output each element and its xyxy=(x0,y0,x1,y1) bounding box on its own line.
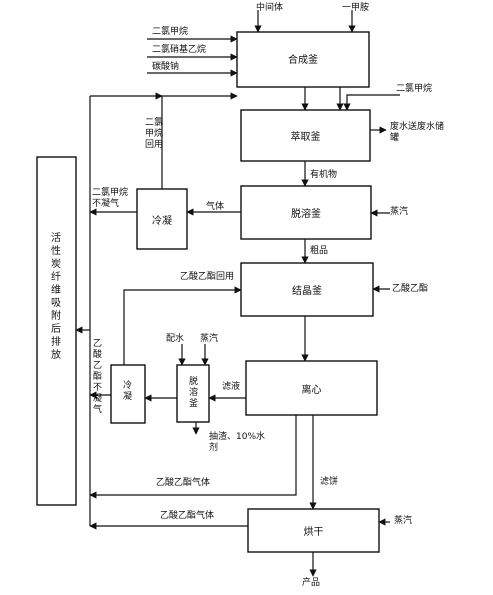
filter-cake-label: 滤饼 xyxy=(320,477,339,487)
steam-label-3: 蒸汽 xyxy=(394,516,413,526)
water-mix-label: 配水 xyxy=(166,334,185,344)
synthesis-box xyxy=(236,31,370,88)
ea-gas-label-1: 乙酸乙酯气体 xyxy=(156,478,211,488)
carbon-adsorber-box xyxy=(36,156,77,506)
crude-label: 粗品 xyxy=(310,246,329,256)
condenser-label-1: 冷凝 xyxy=(152,216,172,227)
gas-label: 气体 xyxy=(206,202,225,212)
sodium-carbonate-label: 碳酸钠 xyxy=(152,62,180,72)
wastewater-label: 废水送废水储罐 xyxy=(390,122,445,143)
dryer-label: 烘干 xyxy=(303,527,324,538)
residue-label: 抽渣、10%水剂 xyxy=(209,432,266,453)
ea-noncondensable-label: 乙酸乙酯不凝气 xyxy=(92,339,102,415)
ethyl-acetate-label: 乙酸乙酯 xyxy=(392,284,429,294)
dcm-input-label-2: 二氯甲烷 xyxy=(396,84,433,94)
condenser-box-2 xyxy=(110,364,146,424)
organic-label: 有机物 xyxy=(310,170,338,180)
dichloronitroethane-label: 二氯硝基乙烷 xyxy=(152,45,207,55)
extraction-label: 萃取釜 xyxy=(290,132,321,143)
product-label: 产品 xyxy=(302,578,321,588)
extraction-box xyxy=(240,109,371,162)
dcm-input-label-1: 二氯甲烷 xyxy=(152,27,189,37)
dryer-box xyxy=(247,508,380,553)
desolvent-box-2 xyxy=(176,364,210,423)
dcm-recycle-label: 二氯甲烷回用 xyxy=(144,118,163,150)
dcm-noncondensable-label: 二氯甲烷不凝气 xyxy=(92,188,129,209)
condenser-label-2: 冷凝 xyxy=(122,381,132,402)
ea-gas-label-2: 乙酸乙酯气体 xyxy=(160,511,215,521)
condenser-box-1 xyxy=(136,188,188,250)
filtrate-label: 滤液 xyxy=(222,382,241,392)
intermediate-label: 中间体 xyxy=(256,3,284,13)
steam-label-2: 蒸汽 xyxy=(200,334,219,344)
centrifuge-label: 离心 xyxy=(301,385,322,396)
desolvent-label-1: 脱溶釜 xyxy=(291,209,321,220)
synthesis-label: 合成釜 xyxy=(288,55,318,66)
centrifuge-box xyxy=(245,360,378,416)
methylamine-label: 一甲胺 xyxy=(342,3,370,13)
desolvent-label-2: 脱溶釜 xyxy=(188,377,198,409)
crystallizer-label: 结晶釜 xyxy=(292,286,322,297)
carbon-adsorber-label: 活性炭纤维吸附后排放 xyxy=(51,233,61,361)
ea-recycle-label: 乙酸乙酯回用 xyxy=(180,272,235,282)
steam-label-1: 蒸汽 xyxy=(390,207,409,217)
